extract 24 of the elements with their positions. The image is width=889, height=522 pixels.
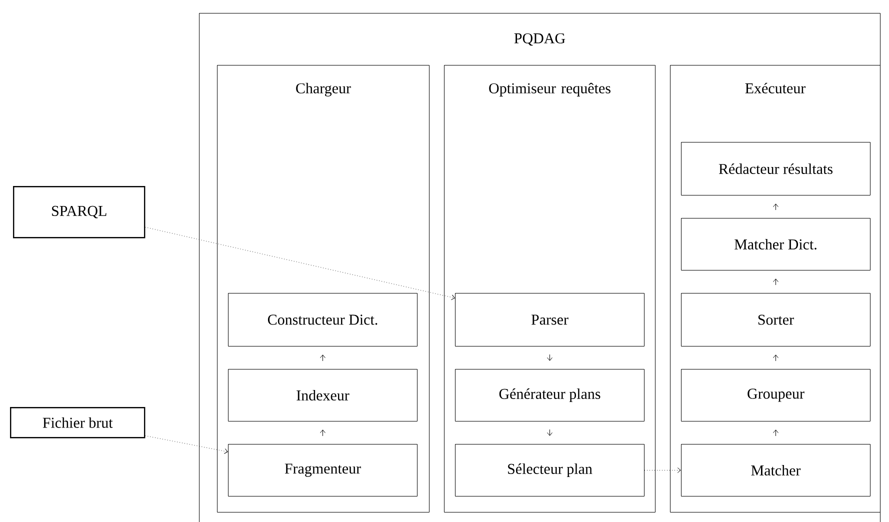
dotted-arrow	[644, 468, 681, 473]
arrow	[773, 354, 778, 362]
input-box: SPARQL	[13, 186, 146, 238]
component-box: Constructeur Dict.	[228, 293, 418, 346]
component-box: Générateur plans	[455, 369, 644, 422]
dotted-arrow	[144, 226, 455, 300]
arrow	[320, 430, 326, 436]
arrow	[547, 429, 552, 436]
component-box: Parser	[455, 293, 644, 346]
dotted-arrow	[144, 435, 228, 454]
arrow	[773, 204, 778, 210]
arrow	[320, 354, 326, 362]
component-box: Sélecteur plan	[455, 444, 644, 496]
arrow	[773, 430, 778, 436]
arrow	[547, 354, 552, 361]
component-box: Sorter	[681, 293, 870, 346]
component-box: Indexeur	[228, 369, 418, 422]
component-box: Rédacteur résultats	[681, 142, 870, 196]
component-box: Matcher	[681, 444, 870, 496]
input-box: Fichier brut	[10, 407, 146, 438]
component-box: Groupeur	[681, 369, 870, 422]
arrow	[773, 278, 778, 286]
component-box: Matcher Dict.	[681, 218, 870, 270]
component-box: Fragmenteur	[228, 444, 418, 496]
